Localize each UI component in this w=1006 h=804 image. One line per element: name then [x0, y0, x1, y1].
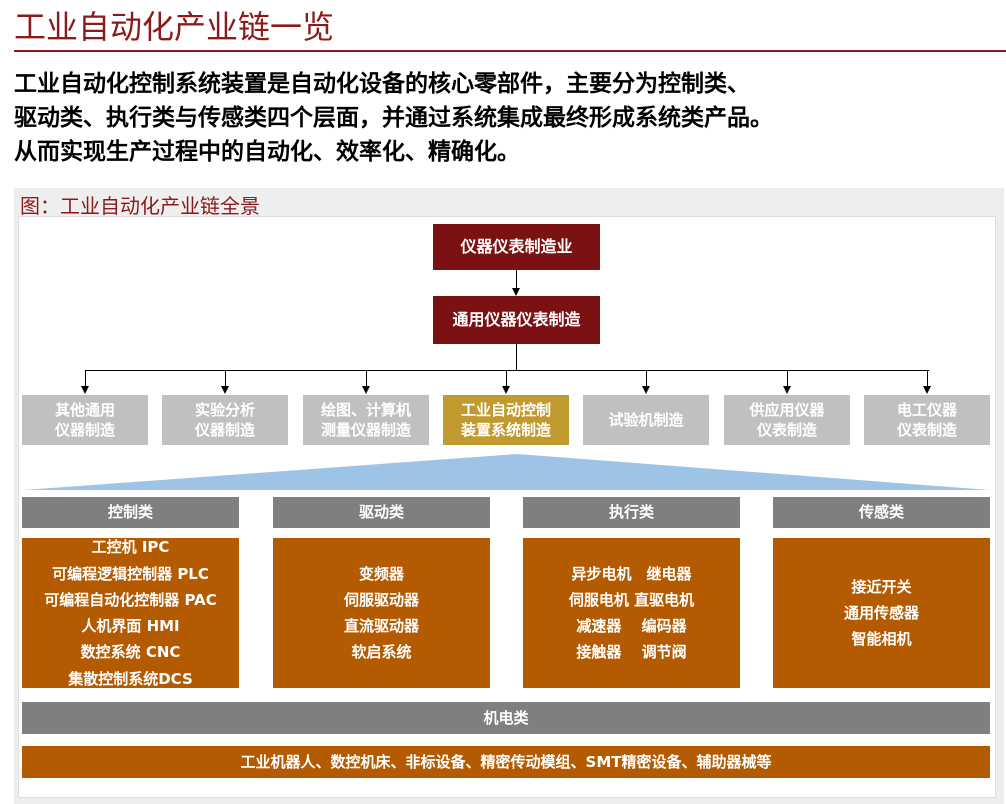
connector: [85, 370, 86, 387]
branch-node: 供应用仪器 仪表制造: [724, 395, 850, 445]
connector: [646, 370, 647, 387]
branch-node: 试验机制造: [583, 395, 709, 445]
branch-node: 电工仪器 仪表制造: [864, 395, 990, 445]
connector: [516, 344, 517, 370]
node-instrument-industry: 仪器仪表制造业: [433, 224, 600, 270]
category-header: 传感类: [773, 497, 990, 528]
products-bar: 工业机器人、数控机床、非标设备、精密传动模组、SMT精密设备、辅助器械等: [22, 746, 990, 778]
arrow-icon: [362, 386, 370, 394]
page-title: 工业自动化产业链一览: [14, 8, 335, 46]
arrow-icon: [923, 386, 931, 394]
category-items: 接近开关 通用传感器 智能相机: [773, 538, 990, 688]
connector: [927, 370, 928, 387]
node-general-instrument: 通用仪器仪表制造: [433, 296, 600, 344]
connector: [787, 370, 788, 387]
branch-node: 工业自动控制 装置系统制造: [443, 395, 569, 445]
paragraph-line: 从而实现生产过程中的自动化、效率化、精确化。: [14, 138, 520, 165]
category-header: 执行类: [523, 497, 740, 528]
connector: [516, 270, 517, 288]
expansion-triangle: [24, 454, 990, 490]
paragraph-line: 驱动类、执行类与传感类四个层面，并通过系统集成最终形成系统类产品。: [14, 104, 773, 131]
category-items: 异步电机 继电器 伺服电机 直驱电机 减速器 编码器 接触器 调节阀: [523, 538, 740, 688]
arrow-icon: [783, 386, 791, 394]
category-items: 工控机 IPC 可编程逻辑控制器 PLC 可编程自动化控制器 PAC 人机界面 …: [22, 538, 239, 688]
paragraph-line: 工业自动化控制系统装置是自动化设备的核心零部件，主要分为控制类、: [14, 70, 750, 97]
arrow-icon: [502, 386, 510, 394]
branch-node: 实验分析 仪器制造: [162, 395, 288, 445]
connector: [506, 370, 507, 387]
figure-caption: 图：工业自动化产业链全景: [20, 194, 260, 218]
connector-horizontal: [85, 370, 929, 371]
arrow-icon: [512, 288, 520, 296]
title-divider: [14, 50, 1006, 52]
arrow-icon: [221, 386, 229, 394]
connector: [366, 370, 367, 387]
category-header: 驱动类: [273, 497, 490, 528]
connector: [225, 370, 226, 387]
arrow-icon: [81, 386, 89, 394]
category-items: 变频器 伺服驱动器 直流驱动器 软启系统: [273, 538, 490, 688]
mechatronics-bar: 机电类: [22, 702, 990, 734]
branch-node: 其他通用 仪器制造: [22, 395, 148, 445]
arrow-icon: [642, 386, 650, 394]
branch-node: 绘图、计算机 测量仪器制造: [303, 395, 429, 445]
category-header: 控制类: [22, 497, 239, 528]
